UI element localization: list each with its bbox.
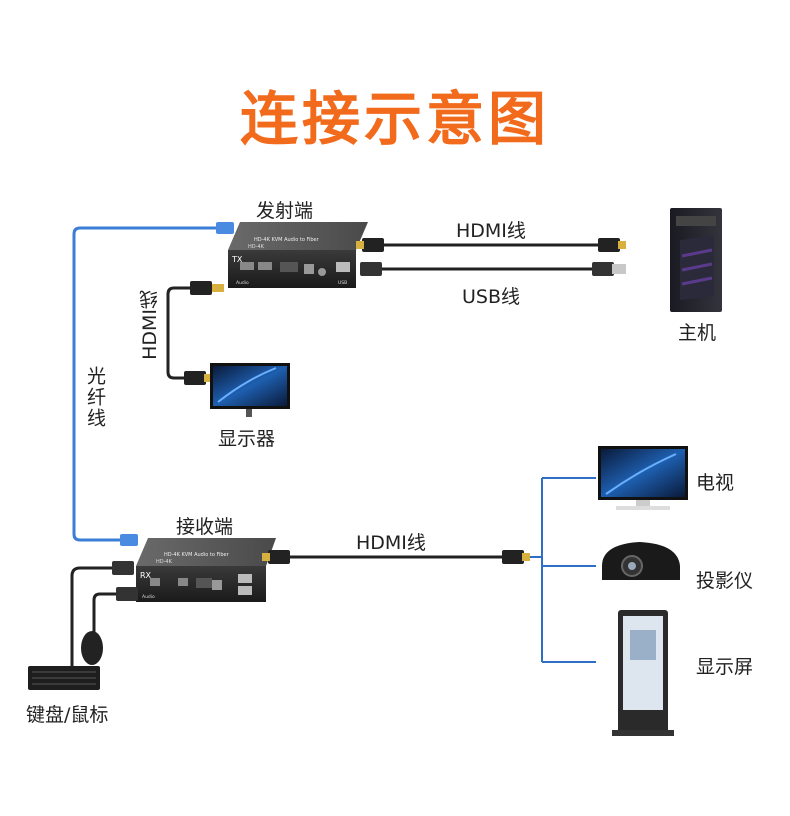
hdmi-left-plug-bottom: [184, 371, 206, 385]
hdmi-top-plug-left: [362, 238, 384, 252]
label-host: 主机: [678, 322, 717, 344]
hdmi-left-cable: [166, 286, 190, 380]
receiver-box: [136, 538, 276, 602]
fiber-connector-bottom: [120, 534, 138, 546]
usb-plug-right: [592, 262, 614, 276]
label-fiber: 光纤线: [84, 366, 106, 429]
rx-tag: RX: [140, 571, 152, 580]
label-hdmi-bottom: HDMI线: [356, 532, 426, 554]
mouse-cable: [92, 592, 118, 632]
label-hdmi-left: HDMI线: [139, 290, 161, 360]
rx-audio-label: Audio: [142, 594, 155, 600]
mouse: [81, 631, 103, 665]
keyboard: [28, 666, 100, 690]
hdmi-top-plug-right: [598, 238, 620, 252]
tx-audio-label: Audio: [236, 280, 249, 286]
page-title: 连接示意图: [239, 85, 550, 153]
rx-caption: HD-4K KVM Audio to Fiber: [164, 552, 230, 558]
hdmi-bottom-plug-left: [268, 550, 290, 564]
fiber-connector-top: [216, 222, 234, 234]
label-usb: USB线: [462, 286, 521, 308]
label-projector: 投影仪: [696, 570, 754, 592]
display-stand: [612, 610, 674, 736]
label-transmitter: 发射端: [256, 200, 314, 222]
label-hdmi-top: HDMI线: [456, 220, 526, 242]
output-branch-lines: [530, 477, 596, 663]
fiber-cable: [72, 226, 224, 542]
tx-model: HD-4K: [248, 244, 265, 250]
transmitter-box: [228, 222, 368, 288]
hdmi-bottom-plug-right: [502, 550, 524, 564]
usb-plug-left: [360, 262, 382, 276]
rx-model: HD-4K: [156, 559, 173, 565]
tx-usb-label: USB: [338, 280, 347, 286]
monitor: [210, 363, 290, 417]
label-keyboard-mouse: 键盘/鼠标: [26, 704, 109, 726]
label-display: 显示屏: [696, 656, 754, 678]
tx-caption: HD-4K KVM Audio to Fiber: [254, 237, 320, 243]
projector: [602, 542, 680, 580]
keyboard-usb-plug: [112, 561, 134, 575]
hdmi-left-plug-top: [190, 281, 212, 295]
host-tower: [670, 208, 722, 312]
label-receiver: 接收端: [176, 516, 234, 538]
mouse-usb-plug: [116, 587, 138, 601]
tv: [598, 446, 688, 510]
label-monitor: 显示器: [218, 428, 276, 450]
label-tv: 电视: [696, 472, 735, 494]
tx-tag: TX: [231, 255, 243, 264]
keyboard-cable: [70, 566, 118, 668]
